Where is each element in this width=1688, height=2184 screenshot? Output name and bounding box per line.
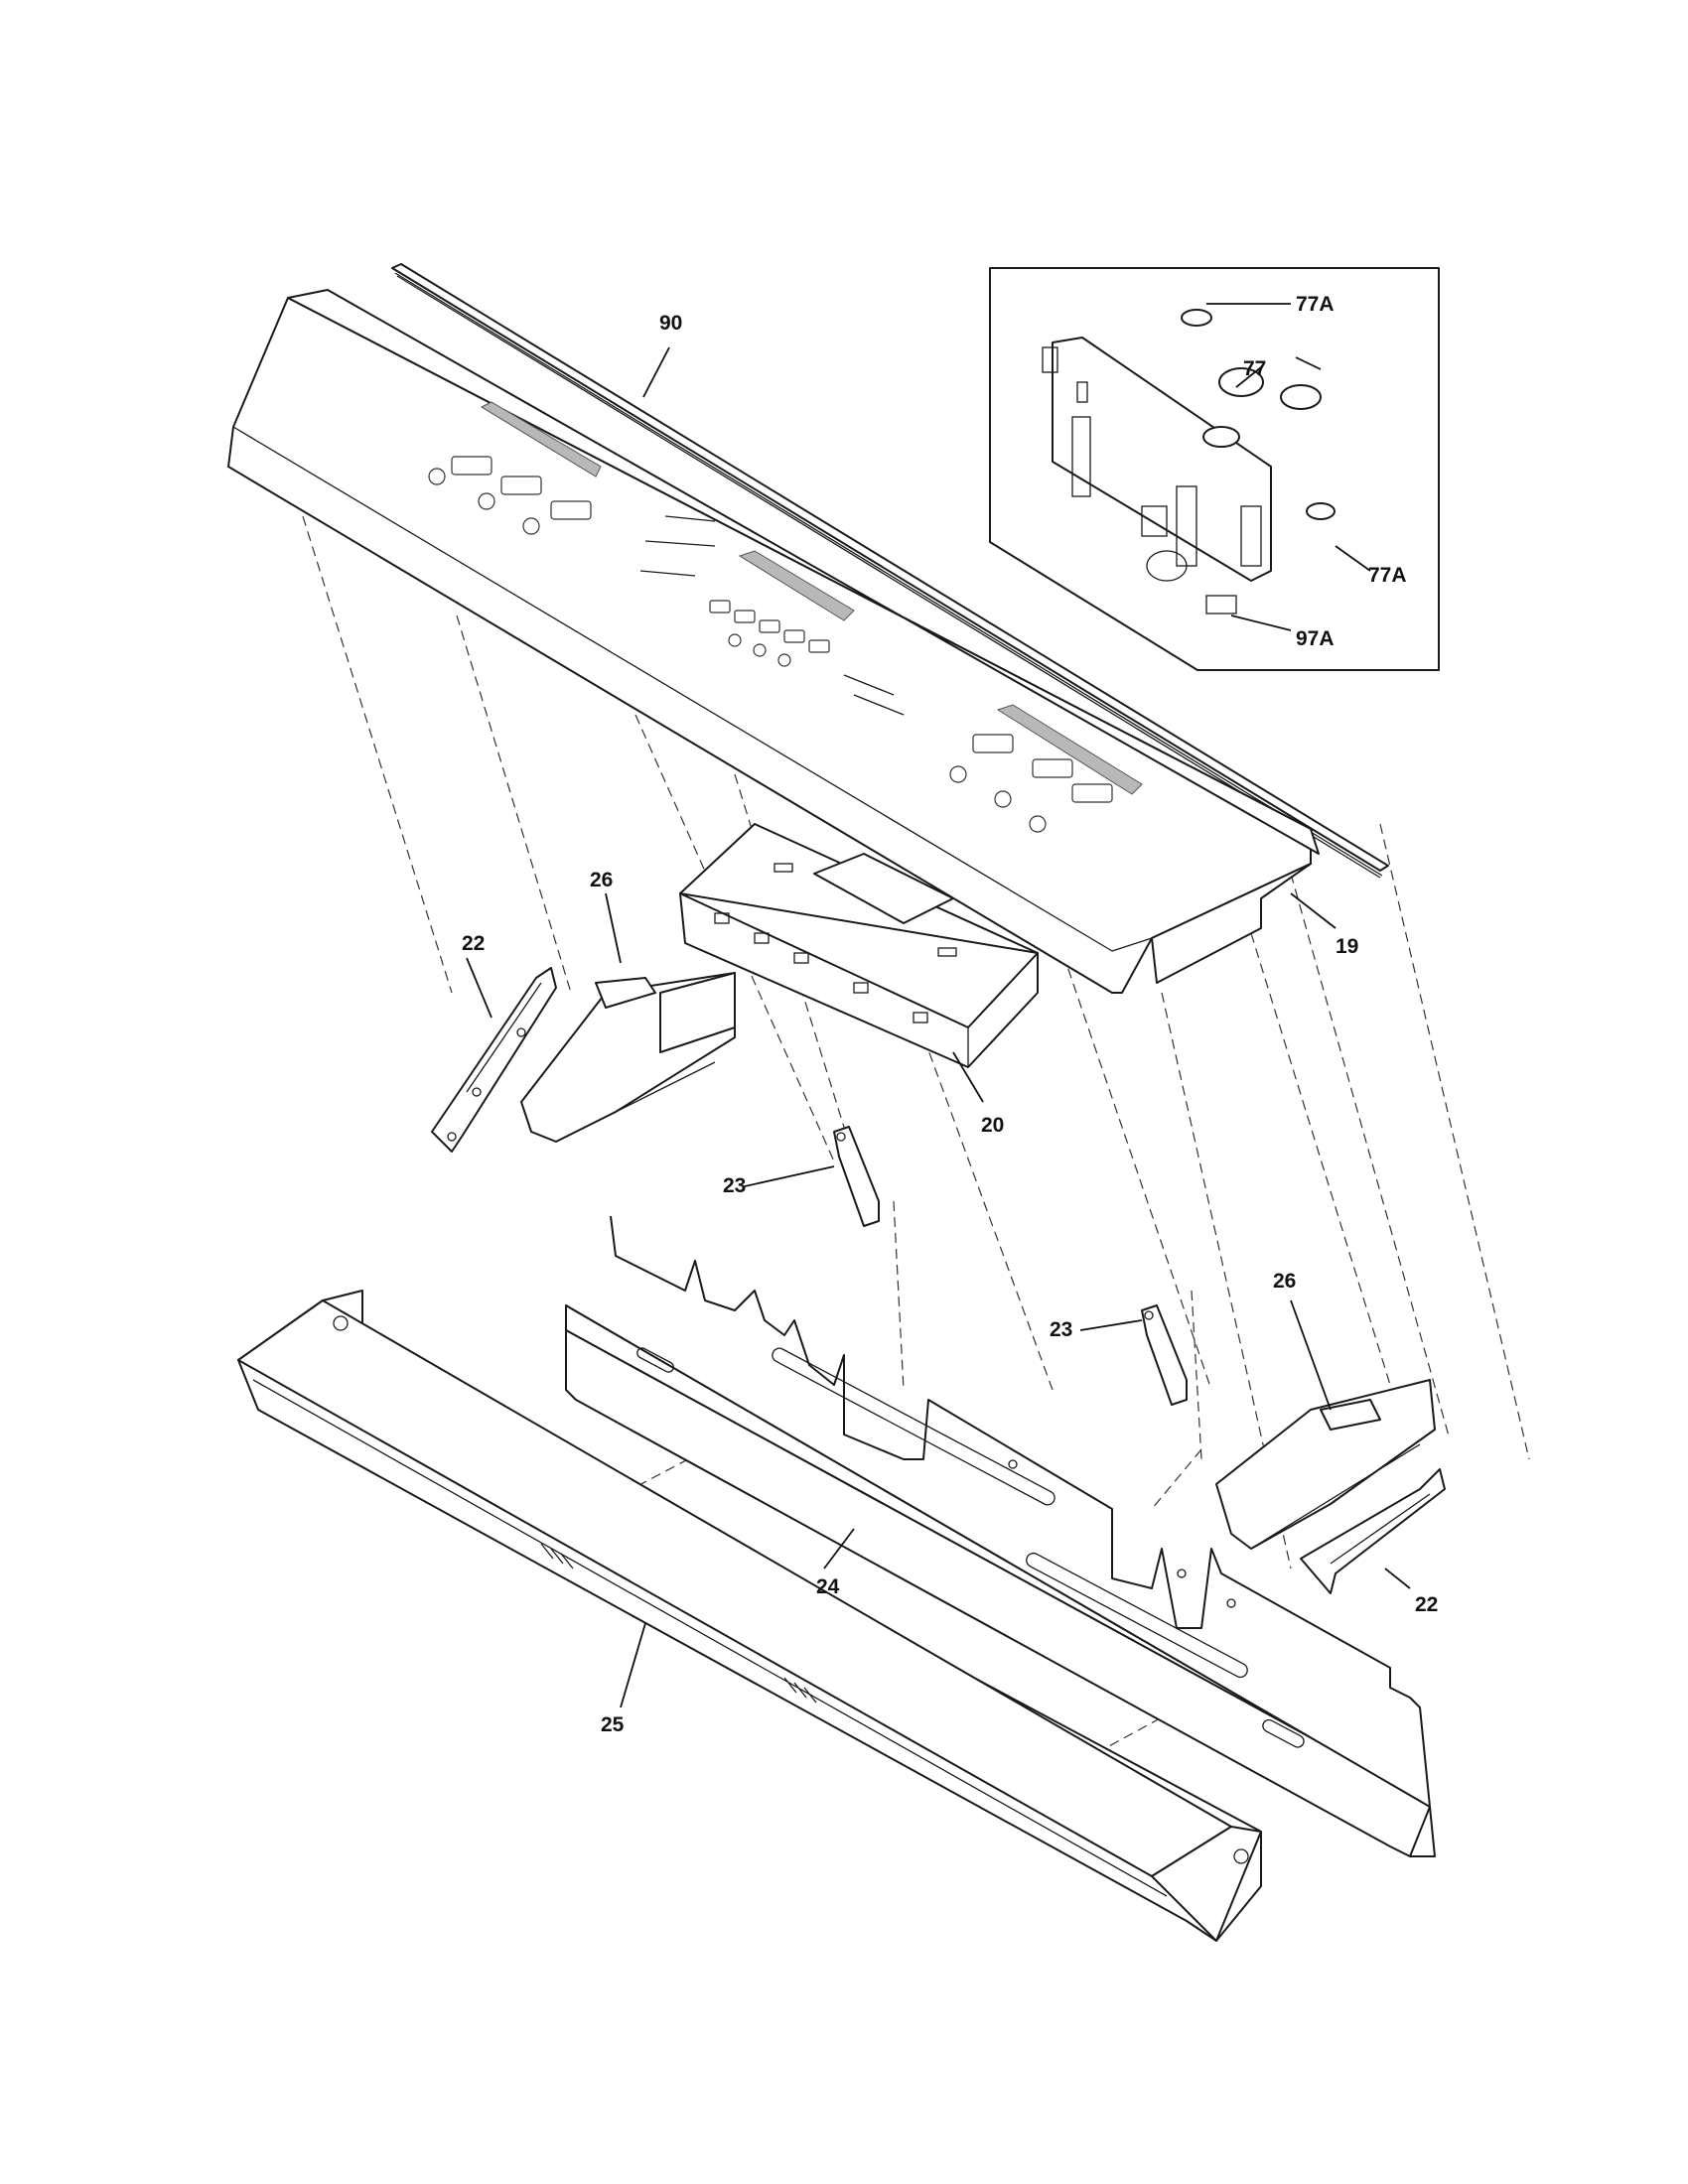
callout-labels: 90 77A 77 77A 97A 19 26 22 20 23 23 26 2… — [462, 293, 1438, 1736]
callout-97a: 97A — [1296, 627, 1335, 650]
callout-23-right: 23 — [1050, 1318, 1072, 1341]
bracket-26-right — [1215, 1379, 1436, 1550]
callout-90: 90 — [659, 312, 682, 335]
callout-77a-bottom: 77A — [1368, 564, 1407, 587]
bracket-22-left — [431, 967, 557, 1153]
callout-26-left: 26 — [590, 869, 613, 891]
control-panel-19 — [227, 289, 1320, 994]
callout-77a-top: 77A — [1296, 293, 1335, 316]
callout-22-left: 22 — [462, 932, 485, 955]
callout-77: 77 — [1243, 357, 1266, 380]
front-trim-25 — [237, 1290, 1262, 1942]
electronic-control-20 — [679, 823, 1039, 1068]
bracket-22-right — [1300, 1468, 1446, 1594]
callout-19: 19 — [1336, 935, 1358, 958]
bracket-23-left — [833, 1126, 880, 1227]
callout-22-right: 22 — [1415, 1593, 1438, 1616]
bracket-26-left — [520, 972, 736, 1143]
callout-20: 20 — [981, 1114, 1004, 1137]
callout-26-right: 26 — [1273, 1270, 1296, 1293]
circuit-board-inset — [989, 267, 1440, 671]
rear-panel-24 — [565, 1215, 1436, 1857]
callout-23-left: 23 — [723, 1174, 746, 1197]
callout-25: 25 — [601, 1713, 625, 1736]
bracket-23-right — [1141, 1304, 1188, 1406]
leader-lines — [466, 303, 1411, 1708]
trim-strip-90 — [391, 263, 1389, 879]
callout-24: 24 — [816, 1575, 840, 1598]
